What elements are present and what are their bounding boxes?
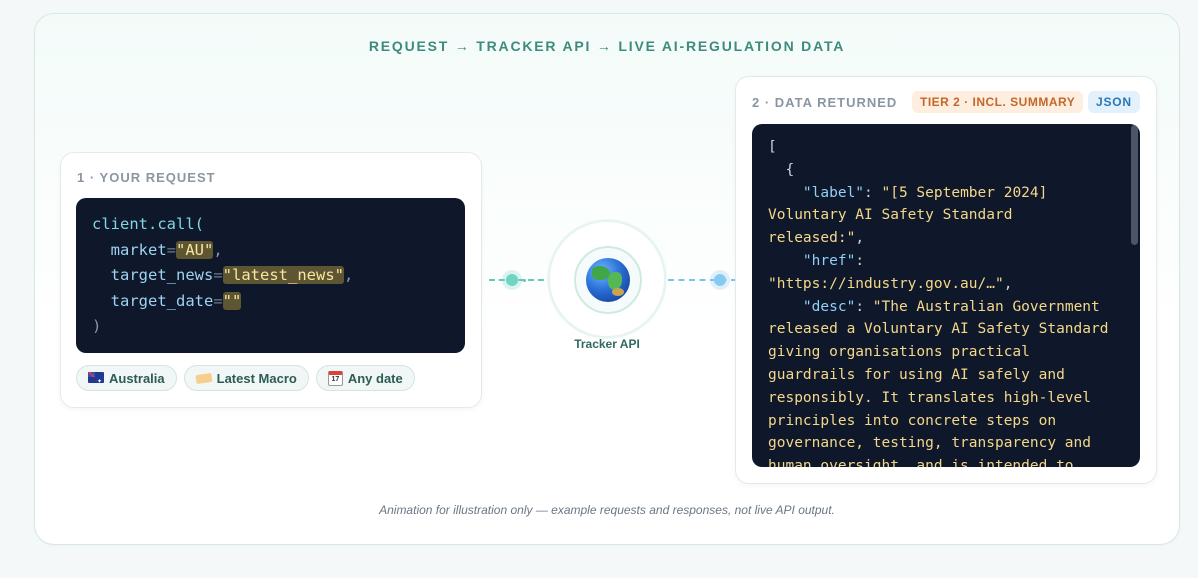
tag-label: Any date — [347, 370, 403, 386]
hub-label: Tracker API — [574, 337, 640, 351]
json-open-bracket: [ — [768, 139, 777, 155]
param-key-target-news: target_news — [110, 266, 214, 284]
param-key-market: market — [110, 240, 167, 259]
request-panel-label: 1 · YOUR REQUEST — [77, 170, 216, 185]
response-pulse-dot — [714, 274, 726, 286]
json-value-href: "https://industry.gov.au/…" — [768, 275, 1004, 292]
diagram-title: REQUEST → TRACKER API → LIVE AI-REGULATI… — [368, 38, 846, 54]
json-key-desc: "desc" — [802, 298, 856, 315]
param-value-target-news: "latest_news" — [222, 266, 344, 284]
param-value-market: "AU" — [176, 240, 214, 259]
response-connector — [668, 279, 758, 281]
param-value-target-date: "" — [222, 291, 242, 310]
disclaimer-note: Animation for illustration only — exampl… — [379, 503, 835, 517]
tag-any-date[interactable]: 17 Any date — [315, 365, 415, 391]
globe-icon — [586, 258, 630, 302]
response-panel-label: 2 · DATA RETURNED — [752, 95, 898, 110]
code-call: client.call( — [92, 215, 204, 233]
response-panel: 2 · DATA RETURNED TIER 2 · INCL. SUMMARY… — [735, 76, 1157, 484]
json-format-badge: JSON — [1088, 91, 1140, 113]
ticket-icon — [195, 372, 213, 385]
json-value-label: "[5 September 2024] Voluntary AI Safety … — [768, 184, 1048, 247]
calendar-icon: 17 — [327, 370, 343, 386]
diagram-card: REQUEST → TRACKER API → LIVE AI-REGULATI… — [34, 13, 1180, 545]
request-panel: 1 · YOUR REQUEST client.call( market="AU… — [60, 152, 482, 408]
connector-small-dot — [523, 279, 526, 282]
scrollbar-thumb[interactable] — [1131, 125, 1138, 245]
tag-latest-macro[interactable]: Latest Macro — [183, 365, 309, 391]
tag-label: Australia — [109, 370, 165, 386]
australia-flag-icon — [88, 371, 104, 385]
json-value-desc: "The Australian Government released a Vo… — [768, 298, 1109, 467]
response-json: [ { "label": "[5 September 2024] Volunta… — [768, 136, 1124, 467]
hub-inner-ring — [574, 246, 642, 314]
request-tags: Australia Latest Macro 17 Any date — [76, 365, 415, 391]
tracker-api-hub — [548, 220, 666, 338]
json-key-href: "href" — [802, 252, 856, 269]
request-connector — [489, 279, 583, 281]
tag-australia[interactable]: Australia — [76, 365, 177, 391]
request-pulse-dot — [506, 274, 518, 286]
request-code: client.call( market="AU", target_news="l… — [92, 215, 354, 335]
tier-badge: TIER 2 · INCL. SUMMARY — [912, 91, 1084, 113]
response-code-block[interactable]: [ { "label": "[5 September 2024] Volunta… — [752, 124, 1140, 467]
tag-label: Latest Macro — [216, 370, 297, 386]
request-code-block: client.call( market="AU", target_news="l… — [76, 198, 465, 353]
json-key-label: "label" — [802, 184, 865, 201]
code-close: ) — [92, 317, 102, 335]
param-key-target-date: target_date — [110, 291, 214, 310]
json-open-brace: { — [768, 161, 795, 178]
